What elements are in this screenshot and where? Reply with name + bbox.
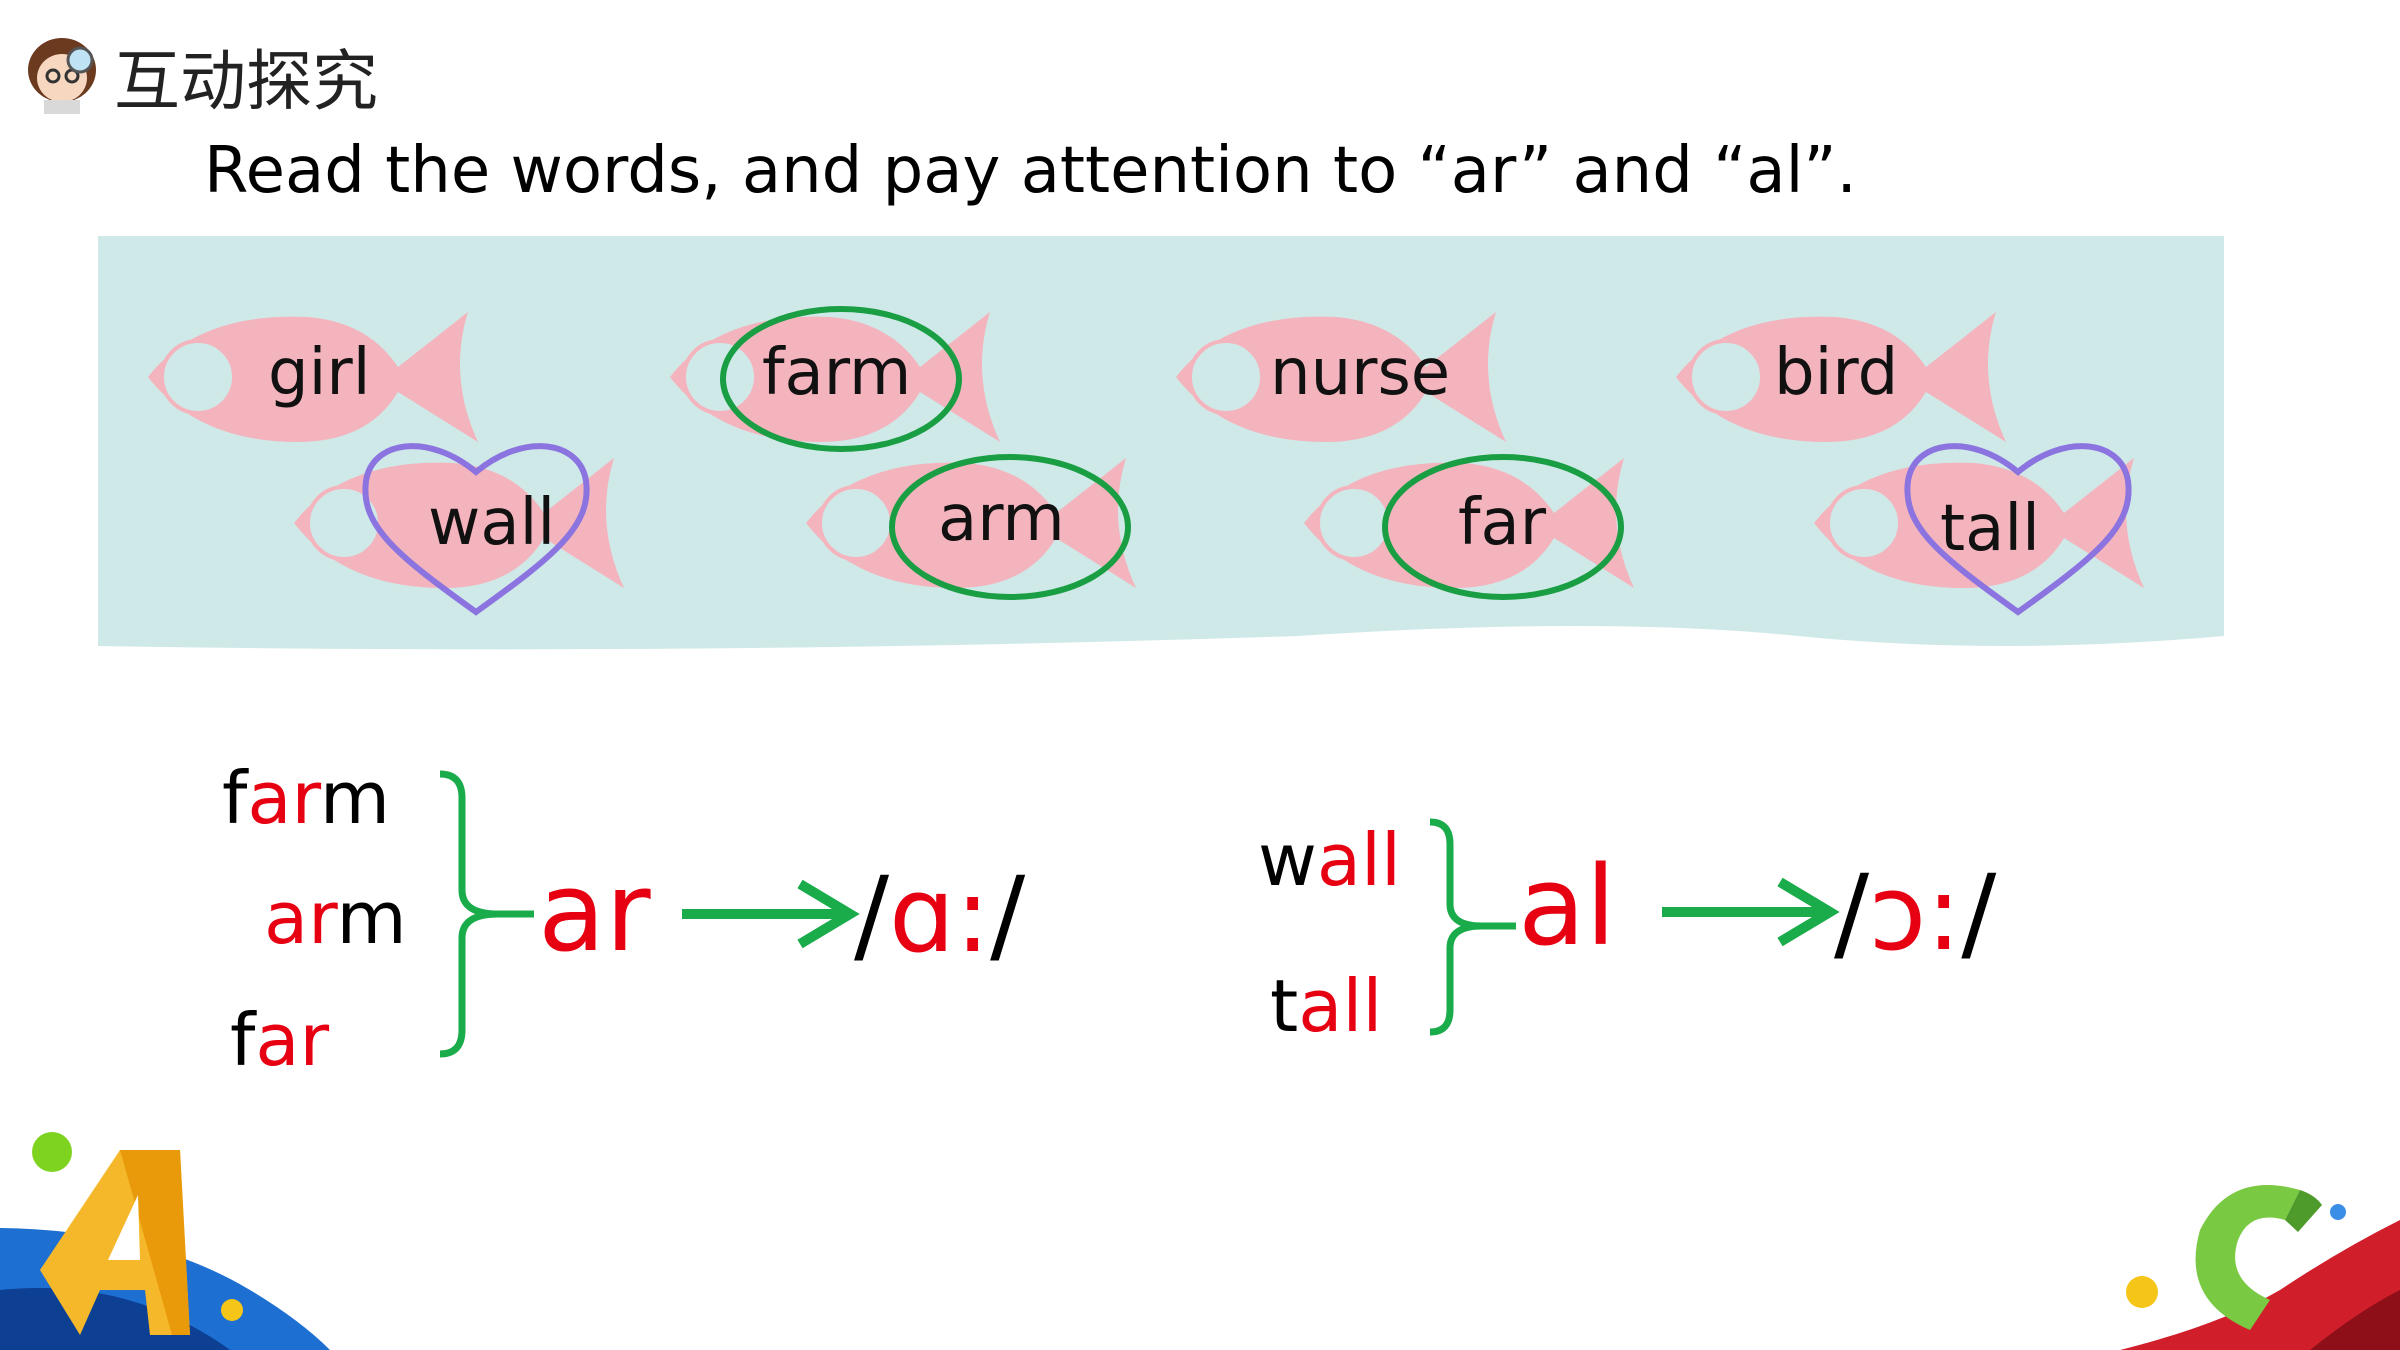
fish-shape (1284, 438, 1644, 608)
teacher-avatar-icon (22, 30, 102, 116)
page-title: 互动探究 (114, 43, 378, 120)
fish-word-girl: girl (268, 336, 371, 410)
fish-shape (1156, 292, 1516, 462)
fish-word-farm: farm (762, 336, 912, 410)
al-pattern: al (1518, 842, 1616, 970)
al-ipa: /ɔ:/ (1834, 852, 1997, 974)
arrow-icon (682, 879, 860, 949)
fish-shape (274, 438, 634, 608)
fish-word-wall: wall (428, 486, 556, 560)
letter-a-decoration (0, 1132, 330, 1350)
heart-icon (1904, 443, 2132, 616)
fish-word-arm: arm (938, 482, 1065, 556)
al-word-tall: tall (1270, 964, 1383, 1048)
fish-shape (1656, 292, 2016, 462)
fish-shape (1794, 438, 2154, 608)
al-bracket (1429, 818, 1516, 1036)
ar-pattern: ar (538, 848, 651, 976)
fish-shape (650, 292, 1010, 462)
fish-shape (128, 292, 488, 462)
highlight-circle (720, 306, 962, 452)
ar-word-far: far (230, 998, 330, 1082)
ar-word-farm: farm (222, 756, 390, 840)
heart-icon (362, 443, 590, 616)
fish-word-tall: tall (1940, 492, 2040, 566)
al-word-wall: wall (1258, 818, 1402, 902)
fish-shape (786, 438, 1146, 608)
highlight-circle (889, 454, 1131, 600)
ar-word-arm: arm (264, 876, 407, 960)
arrow-icon (1662, 877, 1840, 947)
letter-c-decoration (2120, 1185, 2400, 1350)
highlight-circle (1382, 454, 1624, 600)
ar-ipa: /ɑ:/ (854, 854, 1026, 976)
instruction-text: Read the words, and pay attention to “ar… (204, 134, 1857, 208)
fish-panel: girl farm nurse bird wall arm far tall (98, 236, 2224, 678)
fish-word-far: far (1458, 486, 1547, 560)
ar-bracket (439, 770, 534, 1058)
fish-word-nurse: nurse (1270, 336, 1451, 410)
fish-word-bird: bird (1774, 336, 1899, 410)
